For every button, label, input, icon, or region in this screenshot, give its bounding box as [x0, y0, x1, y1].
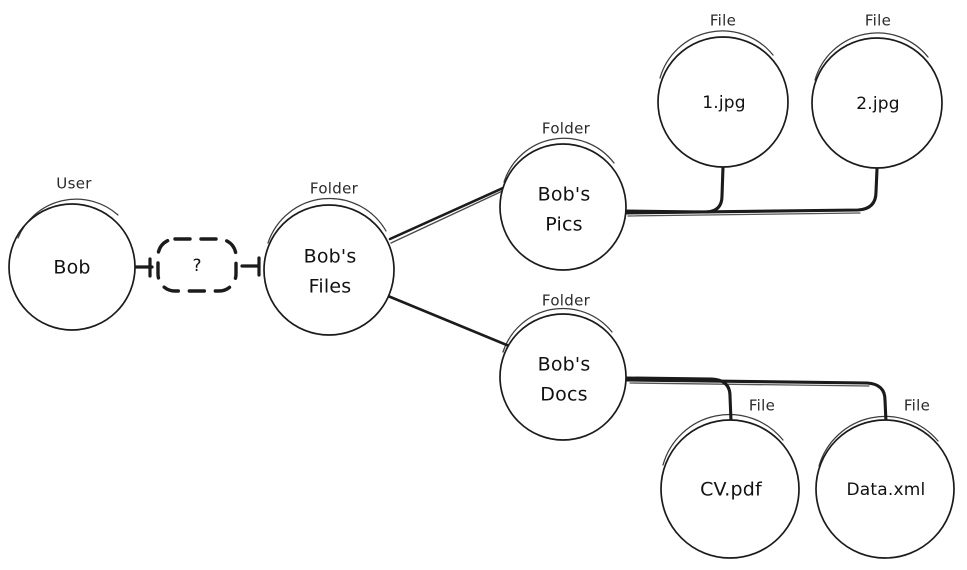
node-label-bobs-files-line1: Bob's — [304, 246, 357, 268]
node-type-label-1jpg: File — [710, 12, 736, 30]
node-label-bob: Bob — [53, 257, 90, 279]
node-bobs-docs[interactable]: Bob's Docs Folder — [499, 292, 627, 441]
edge-bobsfiles-to-bobspics — [388, 182, 514, 244]
node-2jpg[interactable]: 2.jpg File — [811, 12, 943, 169]
question-mark-label: ? — [192, 256, 201, 276]
elbow-to-1jpg — [622, 165, 725, 214]
node-bob[interactable]: Bob User — [8, 175, 136, 331]
node-label-1jpg: 1.jpg — [702, 93, 746, 113]
edge-line-secondary — [390, 187, 510, 244]
elbow-to-dataxml — [624, 378, 888, 424]
unknown-relationship-box[interactable]: ? — [156, 237, 238, 293]
edge-line-primary — [388, 182, 514, 241]
node-label-bobs-docs-line2: Docs — [540, 384, 587, 406]
node-type-label-bob: User — [56, 175, 92, 193]
node-label-bobs-pics-line1: Bob's — [538, 184, 591, 206]
edge-bob-to-bobsfiles — [134, 256, 261, 278]
node-circle-1jpg-sketch-overlay — [659, 30, 774, 79]
node-circle-bobs-pics-sketch-overlay — [503, 137, 615, 183]
node-type-label-bobs-pics: Folder — [542, 120, 591, 138]
node-bobs-files[interactable]: Bob's Files Folder — [263, 180, 395, 336]
node-cvpdf[interactable]: CV.pdf File — [660, 397, 800, 559]
node-circle-bobs-docs — [499, 313, 627, 441]
node-label-bobs-pics-line2: Pics — [545, 214, 582, 236]
node-circle-2jpg — [811, 37, 943, 169]
node-circle-cvpdf-sketch-overlay — [662, 413, 784, 466]
node-label-bobs-docs-line1: Bob's — [538, 354, 591, 376]
node-circle-bobs-files — [263, 204, 395, 336]
node-label-2jpg: 2.jpg — [856, 94, 900, 114]
node-type-label-cvpdf: File — [749, 397, 775, 415]
node-circle-bob-sketch-overlay — [17, 198, 119, 239]
edge-bobsfiles-to-bobsdocs — [386, 294, 516, 350]
node-label-bobs-files-line2: Files — [309, 276, 352, 298]
node-type-label-bobs-docs: Folder — [542, 292, 591, 310]
dashed-rounded-rect — [156, 237, 238, 293]
node-circle-2jpg-sketch-overlay — [814, 32, 929, 81]
node-circle-dataxml-sketch-overlay — [818, 415, 939, 467]
node-label-cvpdf: CV.pdf — [700, 479, 763, 501]
node-circle-bobs-pics — [499, 143, 627, 271]
elbow-trunk-sketch-overlay — [627, 212, 861, 217]
edge-line-primary — [386, 294, 516, 350]
node-circle-bobs-files-sketch-overlay — [267, 197, 387, 244]
node-circle-cvpdf — [660, 419, 800, 559]
node-1jpg[interactable]: 1.jpg File — [657, 12, 789, 168]
elbow-trunk-sketch-overlay — [629, 382, 870, 387]
node-type-label-dataxml: File — [904, 397, 930, 415]
node-label-dataxml: Data.xml — [847, 480, 926, 500]
node-circle-bobs-docs-sketch-overlay — [502, 307, 613, 353]
edge-bobspics-to-files — [622, 165, 879, 217]
node-type-label-2jpg: File — [865, 12, 891, 30]
node-circle-bob — [8, 203, 136, 331]
node-circle-dataxml — [815, 419, 955, 559]
edge-bobsdocs-to-files — [624, 376, 888, 424]
node-bobs-pics[interactable]: Bob's Pics Folder — [499, 120, 627, 271]
node-circle-1jpg — [657, 36, 789, 168]
elbow-to-2jpg — [622, 167, 879, 215]
node-dataxml[interactable]: Data.xml File — [815, 397, 955, 559]
node-type-label-bobs-files: Folder — [310, 180, 359, 198]
